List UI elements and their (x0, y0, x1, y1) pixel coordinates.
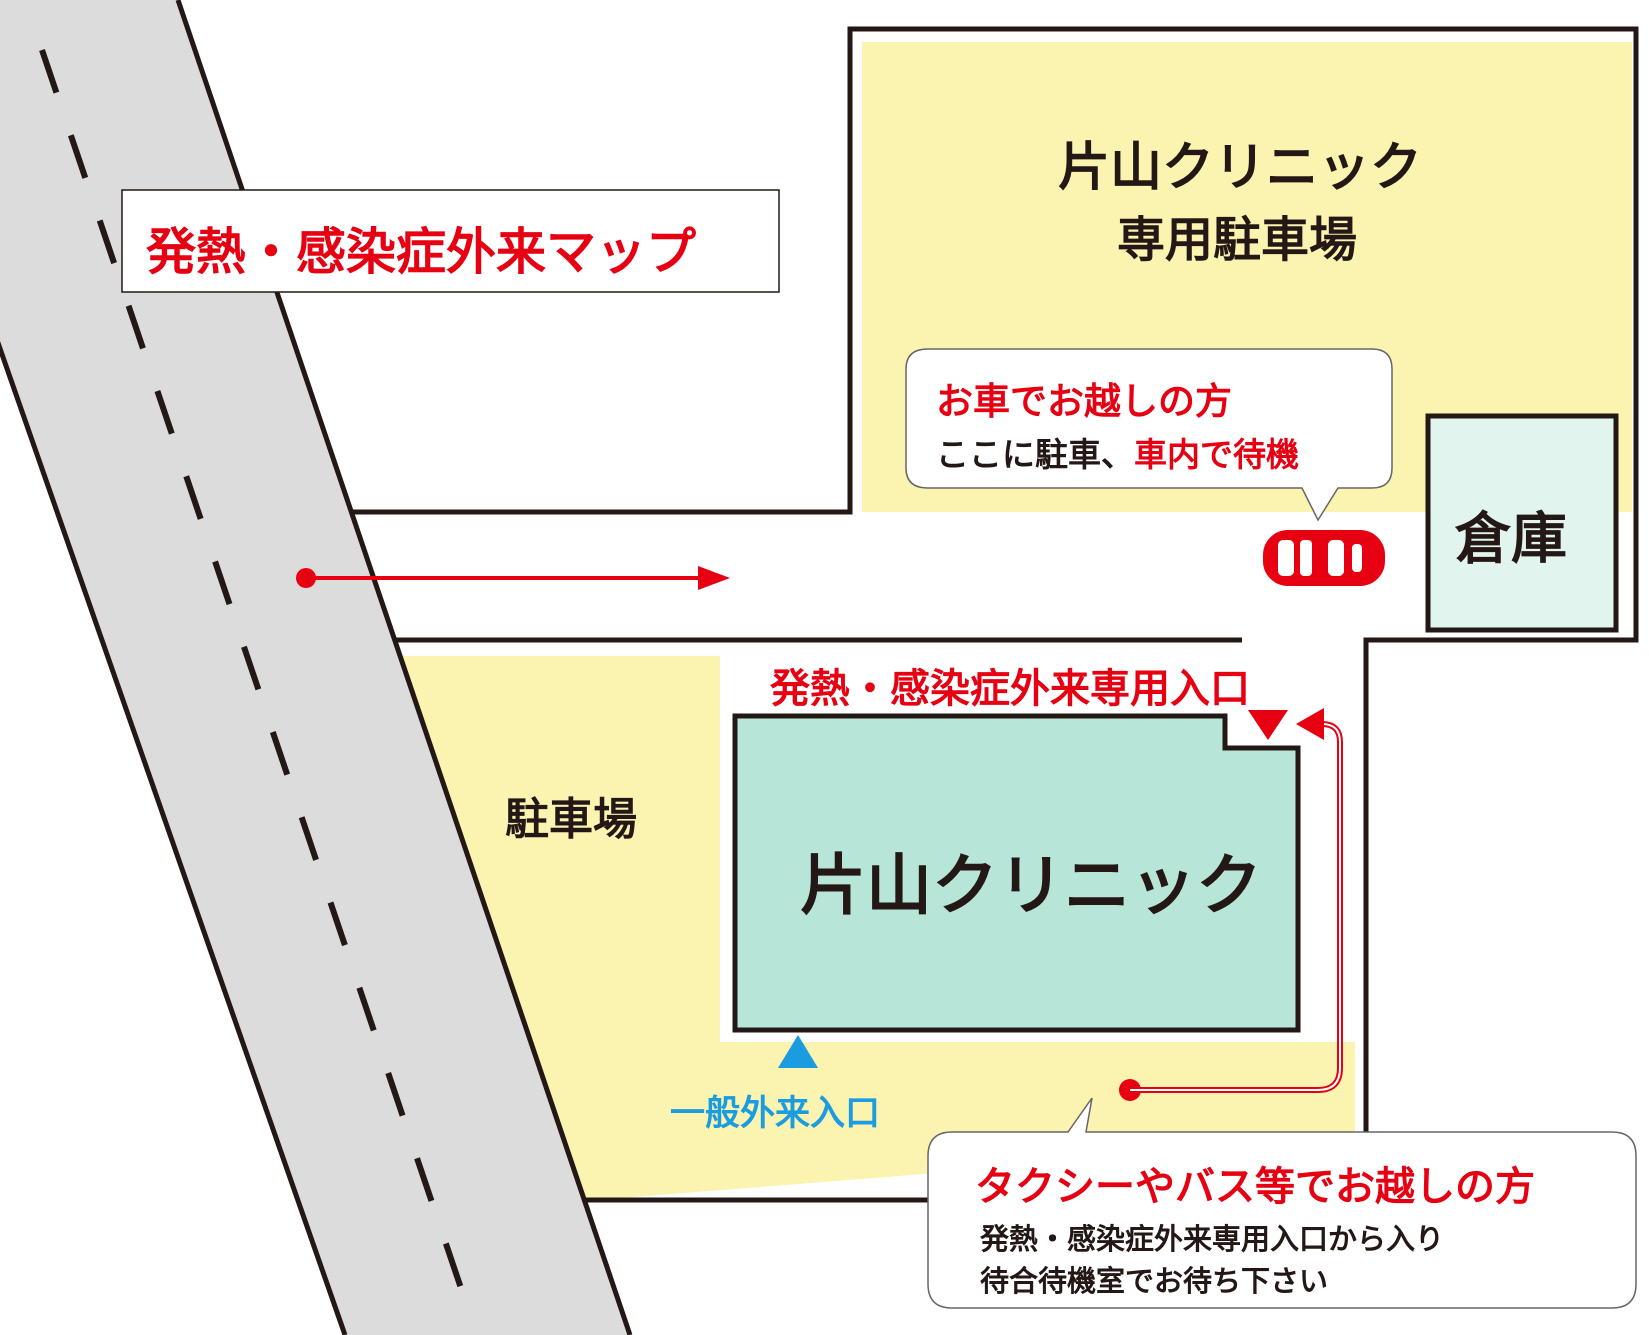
map-title: 発熱・感染症外来マップ (146, 223, 696, 281)
taxi-callout-line1: 発熱・感染症外来専用入口から入り (980, 1222, 1445, 1256)
clinic-building (732, 713, 1301, 1033)
title-box (121, 189, 780, 293)
warehouse-label: 倉庫 (1455, 507, 1567, 572)
taxi-callout-heading: タクシーやバス等でお越しの方 (975, 1164, 1535, 1210)
general-entrance-label: 一般外来入口 (670, 1094, 881, 1134)
car-icon (1261, 528, 1387, 588)
walk-route-inner (1130, 723, 1341, 1091)
fever-entrance-label: 発熱・感染症外来専用入口 (770, 666, 1250, 712)
clinic-label: 片山クリニック (800, 847, 1262, 924)
road-center-line (39, 49, 468, 1301)
north-boundary (345, 26, 1639, 1203)
walk-arrowhead (1296, 708, 1324, 740)
taxi-callout-line2: 待合待機室でお待ち下さい (980, 1264, 1329, 1298)
road-edge-left (0, 341, 348, 1335)
car-callout-line-highlight: 車内で待機 (1134, 435, 1299, 474)
car-callout-bubble (905, 348, 1393, 522)
route-arrowhead (698, 566, 730, 590)
parking-label: 駐車場 (505, 794, 637, 845)
car-callout-line: ここに駐車、車内で待機 (936, 428, 1299, 476)
general-entrance-marker (778, 1035, 818, 1068)
dedicated-parking-label-2: 専用駐車場 (1117, 212, 1358, 268)
main-road (0, 0, 630, 1335)
warehouse-building (1425, 413, 1619, 633)
car-callout-heading: お車でお越しの方 (936, 380, 1232, 423)
fever-entrance-marker (1248, 710, 1288, 740)
parking-area-fill (398, 656, 1355, 1200)
taxi-callout-bubble (927, 1097, 1637, 1309)
dedicated-parking-label-1: 片山クリニック (1058, 138, 1423, 198)
car-callout-line-prefix: ここに駐車、 (936, 435, 1134, 474)
